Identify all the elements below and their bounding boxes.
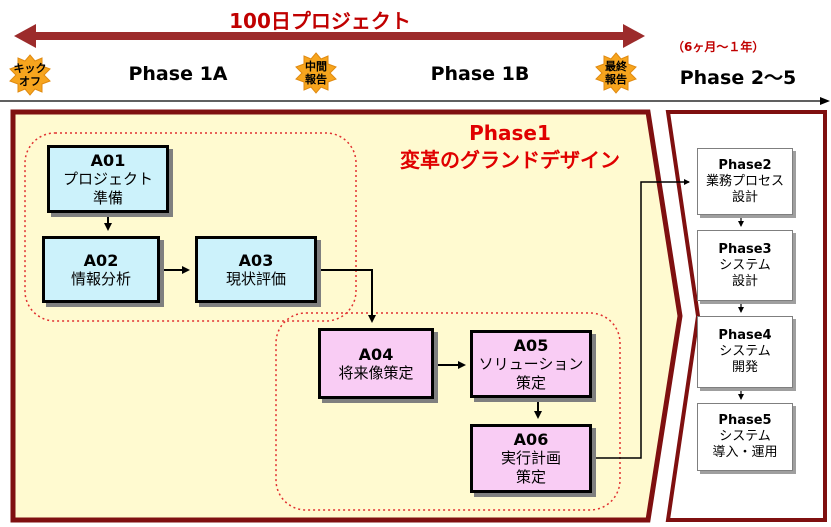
activity-a01-code: A01 bbox=[90, 150, 126, 170]
phase1-title-line1: Phase1 bbox=[469, 121, 551, 145]
activity-a05-line1: ソリューション bbox=[478, 354, 584, 373]
activity-a01-line2: 準備 bbox=[92, 188, 123, 207]
phase5-line1: システム bbox=[719, 429, 771, 444]
milestone-kickoff-label: キック オフ bbox=[10, 62, 50, 88]
phase5-box: Phase5 システム 導入・運用 bbox=[697, 403, 793, 471]
milestone-final-line1: 最終 bbox=[605, 60, 627, 73]
timeline-axis bbox=[0, 97, 830, 105]
milestone-burst-kickoff bbox=[9, 54, 51, 96]
activity-a03-line1: 現状評価 bbox=[225, 269, 286, 288]
phase3-line2: 設計 bbox=[731, 273, 758, 289]
phase-1b-label: Phase 1B bbox=[430, 63, 530, 85]
phase4-box: Phase4 システム 開発 bbox=[697, 316, 793, 388]
activity-a03-code: A03 bbox=[238, 250, 274, 270]
phase4-line1: システム bbox=[719, 344, 771, 359]
phase1b-group-outline bbox=[275, 312, 621, 511]
milestone-interim-line1: 中間 bbox=[305, 60, 327, 73]
project-span-arrow bbox=[14, 24, 645, 48]
milestone-burst-final bbox=[595, 52, 637, 94]
activity-a06-line2: 策定 bbox=[515, 468, 546, 486]
phase5-code: Phase5 bbox=[718, 413, 772, 428]
milestone-final-line2: 報告 bbox=[605, 73, 627, 86]
activity-a02-line1: 情報分析 bbox=[70, 269, 131, 288]
milestone-burst-interim bbox=[295, 52, 337, 94]
project-title: 100日プロジェクト bbox=[229, 9, 411, 33]
milestone-kickoff-line1: キック bbox=[13, 62, 47, 75]
phase2-line1: 業務プロセス bbox=[705, 173, 784, 189]
phase5-line2: 導入・運用 bbox=[712, 445, 778, 460]
activity-a04: A04 将来像策定 bbox=[318, 328, 434, 399]
phase1-title: Phase1 変革のグランドデザイン bbox=[370, 120, 650, 174]
activity-a05-code: A05 bbox=[513, 335, 549, 355]
activity-a06-code: A06 bbox=[513, 430, 549, 449]
milestone-kickoff-line2: オフ bbox=[19, 75, 41, 88]
phase-1a-label: Phase 1A bbox=[128, 63, 228, 85]
activity-a04-code: A04 bbox=[358, 344, 394, 364]
phase1a-group-outline bbox=[24, 132, 357, 322]
phase3-box: Phase3 システム 設計 bbox=[697, 230, 793, 301]
arrow-a03-a04 bbox=[317, 269, 376, 323]
milestone-final-label: 最終 報告 bbox=[596, 60, 636, 86]
phase4-code: Phase4 bbox=[718, 328, 772, 343]
activity-a06-line1: 実行計画 bbox=[500, 449, 561, 467]
activity-a06: A06 実行計画 策定 bbox=[470, 424, 592, 493]
duration-note: （6ヶ月〜１年） bbox=[672, 40, 765, 54]
activity-a01: A01 プロジェクト 準備 bbox=[47, 145, 169, 213]
activity-a03: A03 現状評価 bbox=[195, 236, 317, 303]
phase3-line1: システム bbox=[719, 257, 771, 273]
activity-a02: A02 情報分析 bbox=[42, 236, 160, 303]
milestone-interim-label: 中間 報告 bbox=[296, 60, 336, 86]
arrow-a06-phase2 bbox=[595, 179, 690, 459]
phase3-code: Phase3 bbox=[718, 241, 772, 257]
phase4-line2: 開発 bbox=[731, 360, 758, 375]
phase2-line2: 設計 bbox=[731, 189, 758, 205]
activity-a04-line1: 将来像策定 bbox=[338, 363, 414, 382]
milestone-interim-line2: 報告 bbox=[305, 73, 327, 86]
phase2-code: Phase2 bbox=[718, 157, 772, 173]
phase1-panel bbox=[10, 109, 683, 523]
phase-2-5-label: Phase 2〜5 bbox=[679, 67, 797, 89]
activity-a02-code: A02 bbox=[83, 250, 119, 270]
phase2-box: Phase2 業務プロセス 設計 bbox=[697, 148, 793, 215]
phase1-title-line2: 変革のグランドデザイン bbox=[400, 148, 620, 172]
activity-a05-line2: 策定 bbox=[515, 373, 546, 392]
activity-a01-line1: プロジェクト bbox=[62, 169, 153, 188]
activity-a05: A05 ソリューション 策定 bbox=[470, 330, 592, 398]
